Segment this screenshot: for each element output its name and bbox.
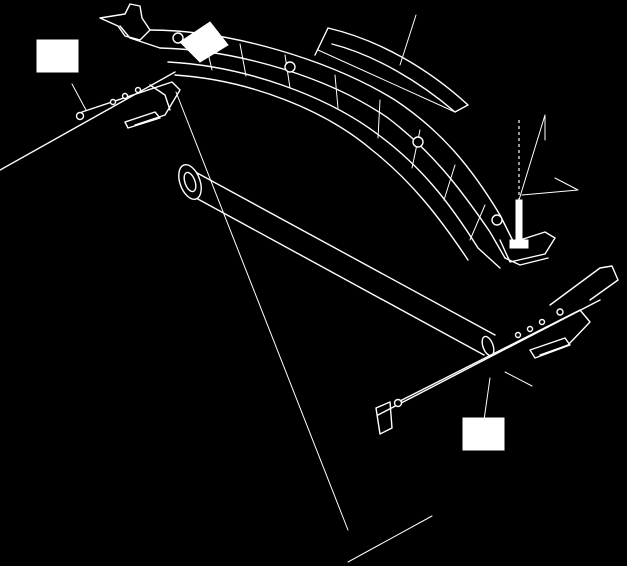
rail-hole — [172, 32, 184, 44]
right-bracket — [375, 265, 619, 435]
rail-hole — [491, 214, 503, 226]
curved-support-rail — [99, 3, 556, 269]
leader-line — [399, 14, 417, 66]
bolt — [509, 114, 579, 249]
callout-box-left — [36, 39, 79, 73]
callout-box-right — [462, 417, 505, 451]
rail-hole — [284, 61, 296, 73]
support-tube — [178, 164, 496, 357]
rail-hole — [412, 136, 424, 148]
rail-marker — [179, 21, 229, 63]
left-bracket — [0, 71, 181, 171]
leader-lines — [71, 83, 491, 563]
arc-guide-plate — [314, 14, 469, 113]
